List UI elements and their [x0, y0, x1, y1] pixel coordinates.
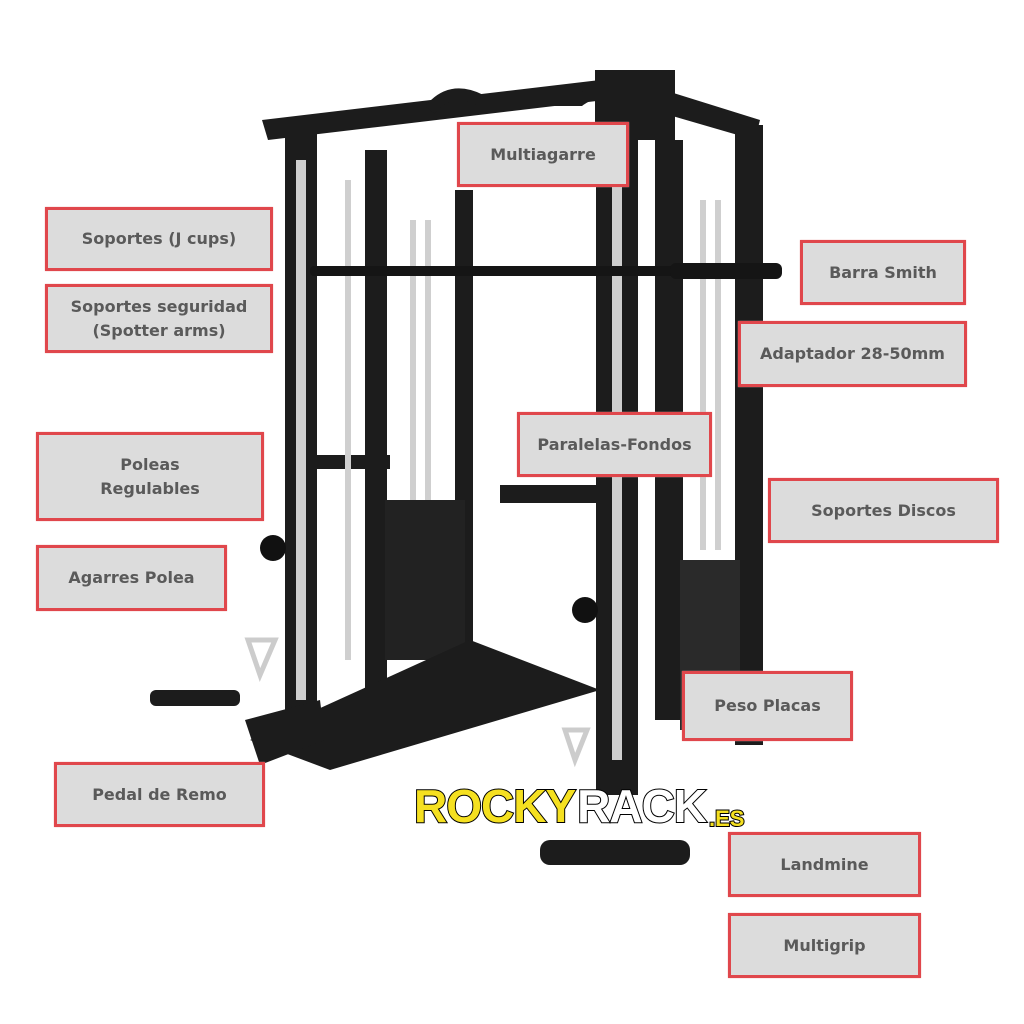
logo-rack: RACK — [576, 779, 708, 833]
label-peso-placas: Peso Placas — [682, 671, 853, 741]
label-paralelas-fondos: Paralelas-Fondos — [517, 412, 712, 477]
label-multiagarre: Multiagarre — [457, 122, 629, 187]
label-multigrip: Multigrip — [728, 913, 921, 978]
logo-es: .ES — [708, 805, 745, 832]
label-agarres-polea: Agarres Polea — [36, 545, 227, 611]
label-soportes-discos: Soportes Discos — [768, 478, 999, 543]
label-poleas-regulables: Poleas Regulables — [36, 432, 264, 521]
label-spotter-arms: Soportes seguridad (Spotter arms) — [45, 284, 273, 353]
label-pedal-remo: Pedal de Remo — [54, 762, 265, 827]
label-j-cups: Soportes (J cups) — [45, 207, 273, 271]
rockyrack-logo: ROCKY RACK .ES — [413, 779, 745, 833]
logo-rocky: ROCKY — [413, 779, 577, 833]
label-barra-smith: Barra Smith — [800, 240, 966, 305]
label-adaptador: Adaptador 28-50mm — [738, 321, 967, 387]
label-landmine: Landmine — [728, 832, 921, 897]
